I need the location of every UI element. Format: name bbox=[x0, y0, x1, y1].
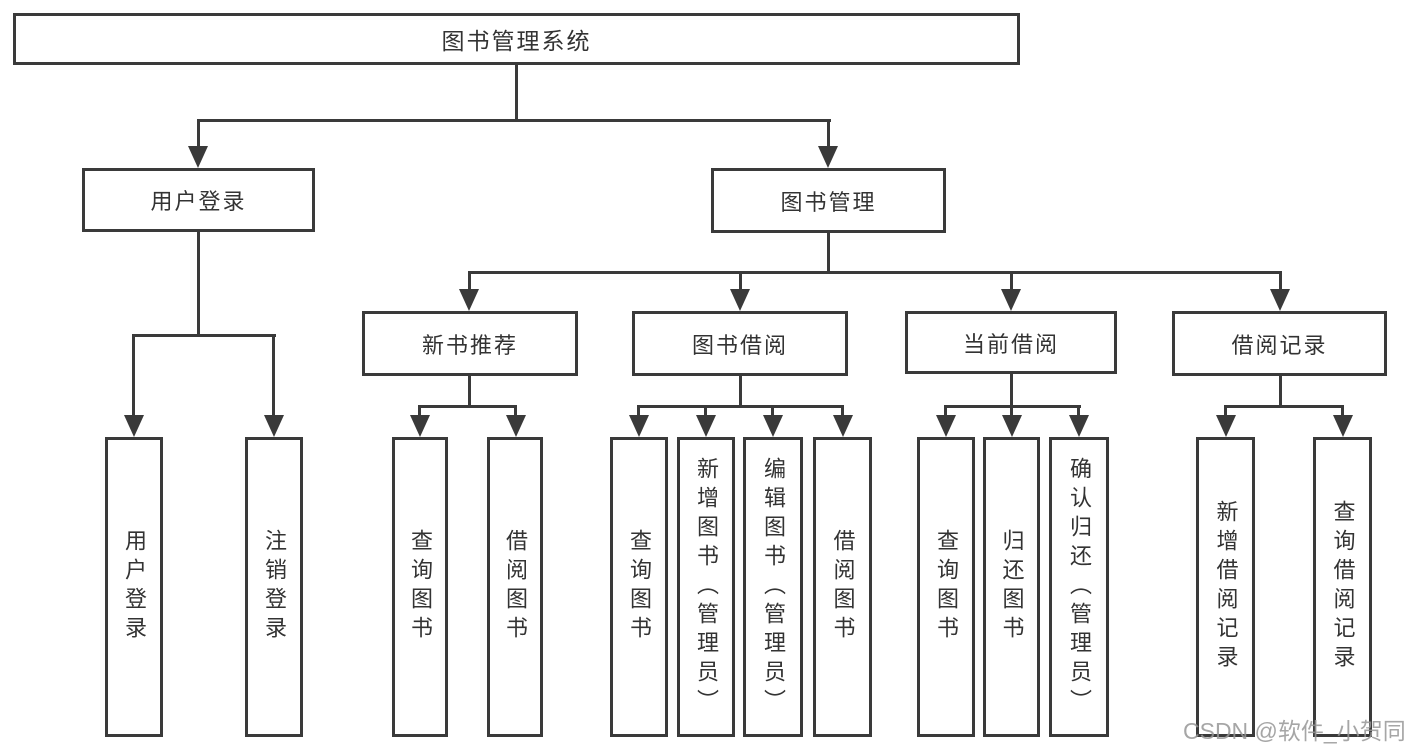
leaf-user-login: 用户登录 bbox=[105, 437, 163, 737]
leaf-user-login-label: 用户登录 bbox=[122, 529, 147, 645]
node-book-borrow: 图书借阅 bbox=[632, 311, 848, 376]
connector-leaf-drop bbox=[514, 405, 517, 417]
leaf-bb-borrow-books-label: 借阅图书 bbox=[830, 529, 856, 645]
arrowhead-down-icon bbox=[124, 415, 144, 437]
node-new-book-rec: 新书推荐 bbox=[362, 311, 578, 376]
connector-leaf-drop bbox=[637, 405, 640, 417]
connector-leaf-drop bbox=[1010, 405, 1013, 417]
node-borrow-records: 借阅记录 bbox=[1172, 311, 1387, 376]
connector-user-login-rail bbox=[132, 334, 276, 337]
node-current-borrow-label: 当前借阅 bbox=[962, 331, 1059, 357]
arrowhead-down-icon bbox=[188, 146, 208, 168]
arrowhead-down-icon bbox=[629, 415, 649, 437]
watermark-text: CSDN @软件_小贺同学 bbox=[1183, 718, 1405, 744]
connector-leaf-drop bbox=[418, 405, 421, 417]
leaf-logout: 注销登录 bbox=[245, 437, 303, 737]
arrowhead-down-icon bbox=[1216, 415, 1236, 437]
connector-level2-rail bbox=[468, 271, 1281, 274]
connector-borrow-records-drop bbox=[1279, 271, 1282, 291]
leaf-bb-edit-books-admin-label: 编辑图书（管理员） bbox=[761, 456, 786, 718]
leaf-br-add-record-label: 新增借阅记录 bbox=[1213, 500, 1239, 674]
connector-new-book-drop bbox=[468, 271, 471, 291]
node-book-borrow-label: 图书借阅 bbox=[691, 332, 788, 358]
node-user-login: 用户登录 bbox=[82, 168, 315, 232]
connector-leaf-drop bbox=[771, 405, 774, 417]
node-user-login-label: 用户登录 bbox=[150, 189, 247, 214]
connector-new-book-stem bbox=[468, 375, 471, 408]
connector-leaf-drop bbox=[1077, 405, 1080, 417]
leaf-bb-borrow-books: 借阅图书 bbox=[813, 437, 872, 737]
leaf-logout-label: 注销登录 bbox=[262, 529, 287, 645]
connector-borrow-records-rail bbox=[1224, 405, 1344, 408]
node-root-label: 图书管理系统 bbox=[441, 28, 592, 54]
connector-book-borrow-rail bbox=[637, 405, 844, 408]
arrowhead-down-icon bbox=[1002, 415, 1022, 437]
leaf-rec-query-books-label: 查询图书 bbox=[408, 529, 433, 645]
connector-book-mgmt-drop bbox=[827, 119, 830, 148]
leaf-cb-confirm-return-admin: 确认归还（管理员） bbox=[1049, 437, 1109, 737]
arrowhead-down-icon bbox=[1270, 289, 1290, 311]
connector-current-borrow-drop bbox=[1010, 271, 1013, 291]
connector-book-borrow-stem bbox=[739, 375, 742, 408]
leaf-rec-borrow-books-label: 借阅图书 bbox=[503, 529, 528, 645]
leaf-br-query-record-label: 查询借阅记录 bbox=[1330, 500, 1356, 674]
leaf-bb-query-books-label: 查询图书 bbox=[627, 529, 652, 645]
connector-current-borrow-stem bbox=[1010, 373, 1013, 408]
arrowhead-down-icon bbox=[506, 415, 526, 437]
connector-leaf-drop bbox=[1224, 405, 1227, 417]
arrowhead-down-icon bbox=[833, 415, 853, 437]
node-root: 图书管理系统 bbox=[13, 13, 1020, 65]
leaf-cb-return-books: 归还图书 bbox=[983, 437, 1040, 737]
arrowhead-down-icon bbox=[1333, 415, 1353, 437]
connector-book-borrow-drop bbox=[739, 271, 742, 291]
arrowhead-down-icon bbox=[1069, 415, 1089, 437]
node-current-borrow: 当前借阅 bbox=[905, 311, 1117, 374]
leaf-cb-query-books: 查询图书 bbox=[917, 437, 975, 737]
leaf-bb-add-books-admin: 新增图书（管理员） bbox=[677, 437, 735, 737]
arrowhead-down-icon bbox=[410, 415, 430, 437]
leaf-br-query-record: 查询借阅记录 bbox=[1313, 437, 1372, 737]
leaf-bb-query-books: 查询图书 bbox=[610, 437, 668, 737]
leaf-cb-query-books-label: 查询图书 bbox=[934, 529, 959, 645]
leaf-br-add-record: 新增借阅记录 bbox=[1196, 437, 1255, 737]
connector-login-leaf-drop bbox=[132, 334, 135, 417]
leaf-bb-edit-books-admin: 编辑图书（管理员） bbox=[743, 437, 803, 737]
leaf-cb-return-books-label: 归还图书 bbox=[999, 529, 1025, 645]
connector-book-mgmt-stem bbox=[827, 232, 830, 274]
arrowhead-down-icon bbox=[459, 289, 479, 311]
node-book-mgmt-label: 图书管理 bbox=[780, 189, 877, 215]
connector-user-login-stem bbox=[197, 231, 200, 337]
arrowhead-down-icon bbox=[730, 289, 750, 311]
arrowhead-down-icon bbox=[818, 146, 838, 168]
node-borrow-records-label: 借阅记录 bbox=[1231, 332, 1328, 358]
leaf-bb-add-books-admin-label: 新增图书（管理员） bbox=[694, 456, 719, 718]
leaf-rec-borrow-books: 借阅图书 bbox=[487, 437, 543, 737]
connector-level1-rail bbox=[197, 119, 831, 122]
arrowhead-down-icon bbox=[1001, 289, 1021, 311]
connector-leaf-drop bbox=[1341, 405, 1344, 417]
arrowhead-down-icon bbox=[763, 415, 783, 437]
node-new-book-rec-label: 新书推荐 bbox=[421, 332, 518, 358]
connector-leaf-drop bbox=[704, 405, 707, 417]
arrowhead-down-icon bbox=[696, 415, 716, 437]
connector-new-book-rail bbox=[418, 405, 517, 408]
connector-user-login-drop bbox=[197, 119, 200, 148]
connector-logout-leaf-drop bbox=[272, 334, 275, 417]
arrowhead-down-icon bbox=[264, 415, 284, 437]
node-book-mgmt: 图书管理 bbox=[711, 168, 946, 233]
arrowhead-down-icon bbox=[936, 415, 956, 437]
connector-leaf-drop bbox=[841, 405, 844, 417]
leaf-rec-query-books: 查询图书 bbox=[392, 437, 448, 737]
connector-leaf-drop bbox=[944, 405, 947, 417]
leaf-cb-confirm-return-admin-label: 确认归还（管理员） bbox=[1067, 456, 1092, 718]
connector-root-stem bbox=[515, 64, 518, 121]
connector-borrow-records-stem bbox=[1279, 375, 1282, 408]
